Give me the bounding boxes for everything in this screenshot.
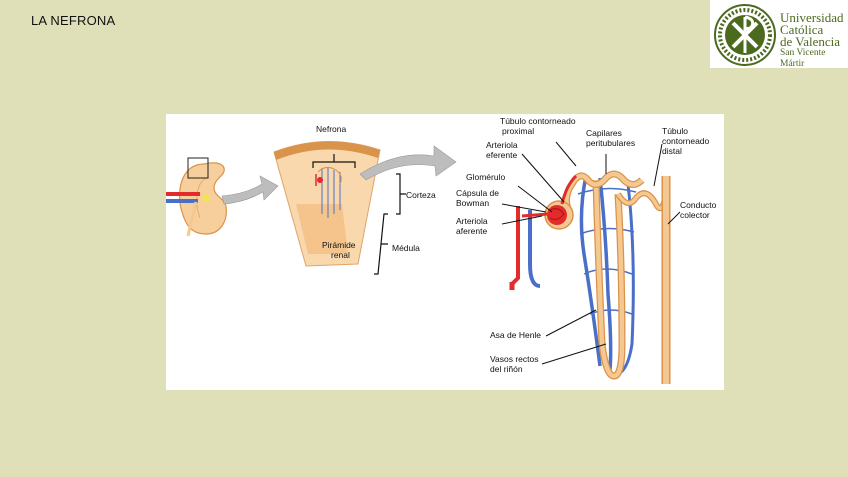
leader-lines (501, 141, 681, 365)
label-medula: Médula (392, 243, 420, 253)
logo-line-3: de Valencia (780, 34, 841, 49)
corteza-bracket (396, 173, 406, 215)
label-asa-henle: Asa de Henle (490, 330, 541, 340)
medula-bracket (374, 213, 388, 275)
logo-wordmark: Universidad Católica de Valencia San Vic… (780, 10, 848, 70)
zoom-arrow-2 (359, 145, 457, 181)
slide-title: LA NEFRONA (31, 13, 116, 28)
label-vasos-1: Vasos rectos (490, 354, 539, 364)
label-capilares-2: peritubulares (586, 138, 635, 148)
label-vasos-2: del riñón (490, 364, 523, 374)
label-nefrona: Nefrona (316, 124, 347, 134)
label-piramide-2: renal (331, 250, 350, 260)
label-arteriola-eferente-1: Arteriola (486, 140, 518, 150)
logo-line-4: San Vicente Mártir (780, 48, 826, 69)
chi-rho-seal-icon (714, 4, 776, 66)
label-arteriola-aferente-1: Arteriola (456, 216, 488, 226)
nephron-detail (509, 170, 671, 384)
label-piramide-1: Pirámide (322, 240, 356, 250)
label-capsula-2: Bowman (456, 198, 489, 208)
label-tubulo-distal-2: contorneado (662, 136, 710, 146)
label-conducto-2: colector (680, 210, 710, 220)
logo-line-1: Universidad (780, 10, 844, 25)
kidney-drawing (166, 157, 227, 237)
label-tubulo-proximal-2: proximal (502, 126, 534, 136)
label-arteriola-aferente-2: aferente (456, 226, 487, 236)
label-tubulo-distal-1: Túbulo (662, 126, 688, 136)
renal-pyramid-wedge (273, 140, 381, 267)
label-glomerulo: Glomérulo (466, 172, 505, 182)
zoom-arrow-1 (221, 175, 279, 205)
nephron-illustration: Nefrona Corteza Médula Pirámide renal Tú… (166, 116, 717, 384)
label-arteriola-eferente-2: eferente (486, 150, 517, 160)
label-corteza: Corteza (406, 190, 436, 200)
label-conducto-1: Conducto (680, 200, 717, 210)
university-logo: Universidad Católica de Valencia San Vic… (710, 0, 848, 70)
label-tubulo-proximal-1: Túbulo contorneado (500, 116, 576, 126)
label-tubulo-distal-3: distal (662, 146, 682, 156)
nephron-diagram: Nefrona Corteza Médula Pirámide renal Tú… (166, 114, 724, 390)
label-capsula-1: Cápsula de (456, 188, 499, 198)
logo-line-2: Católica (780, 22, 824, 37)
label-capilares-1: Capilares (586, 128, 622, 138)
